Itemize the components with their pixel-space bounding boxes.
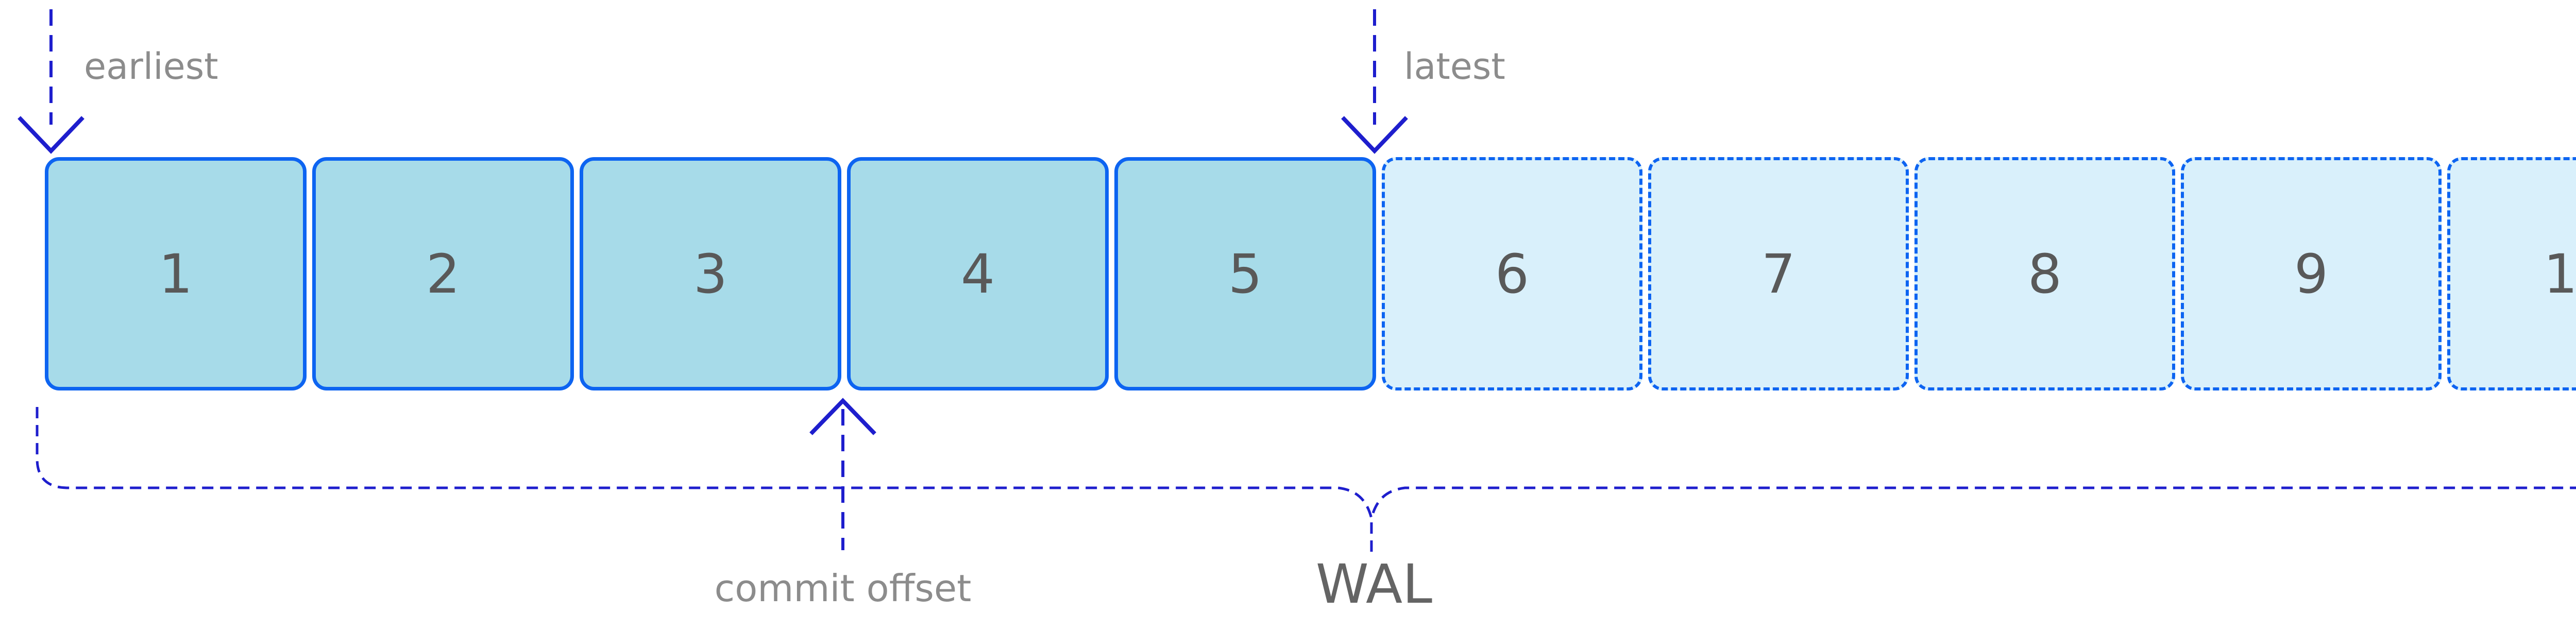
wal-segment-8: 8 [1914,157,2175,390]
segment-number: 7 [1761,242,1796,305]
wal-segments-row: 1 2 3 4 5 6 7 8 9 10 [45,157,2576,390]
segment-number: 2 [426,242,461,305]
wal-segment-4: 4 [847,157,1109,390]
commit-offset-arrowhead-icon [809,398,876,435]
segment-number: 10 [2543,242,2576,305]
segment-number: 5 [1228,242,1263,305]
wal-segment-1: 1 [45,157,307,390]
earliest-label: earliest [84,45,218,88]
segment-number: 9 [2294,242,2329,305]
earliest-arrowhead-icon [18,116,84,154]
segment-number: 1 [158,242,193,305]
wal-segment-10: 10 [2447,157,2576,390]
wal-segment-9: 9 [2181,157,2442,390]
segment-number: 6 [1495,242,1530,305]
wal-segment-5: 5 [1114,157,1376,390]
segment-number: 8 [2027,242,2062,305]
wal-brace-icon [36,407,2576,553]
segment-number: 3 [693,242,728,305]
segment-number: 4 [960,242,995,305]
wal-label: WAL [1315,553,1433,616]
latest-down-arrow-icon [1341,9,1408,154]
wal-brace-path [36,407,2576,519]
wal-segment-2: 2 [312,157,574,390]
latest-arrowhead-icon [1341,116,1408,154]
wal-segment-6: 6 [1382,157,1642,390]
commit-offset-up-arrow-icon [809,398,876,550]
wal-segment-7: 7 [1648,157,1909,390]
latest-label: latest [1404,45,1505,88]
earliest-down-arrow-icon [18,9,84,154]
commit-offset-label: commit offset [714,567,972,610]
wal-segment-3: 3 [580,157,841,390]
